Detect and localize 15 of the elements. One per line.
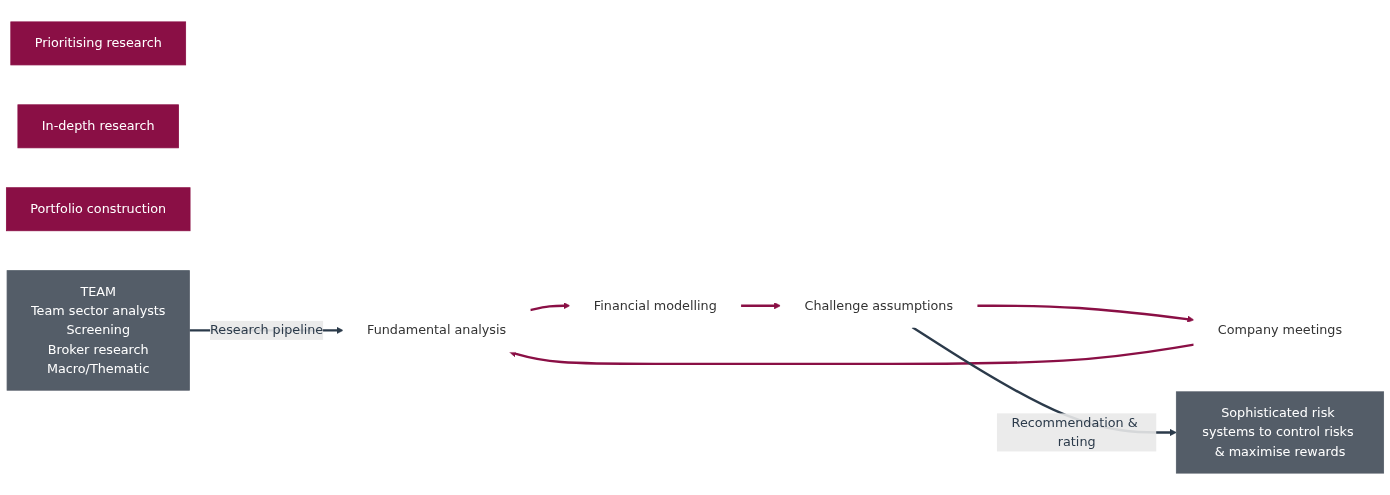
edge-label: Recommendation & rating xyxy=(1011,414,1138,450)
node-text: Challenge assumptions xyxy=(804,297,954,313)
arrow xyxy=(740,302,781,310)
arrow xyxy=(529,302,571,312)
node-text: Financial modelling xyxy=(593,297,717,313)
node-box: Sophisticated risk systems to control risks & maximise rewards xyxy=(1175,391,1384,474)
arrow xyxy=(509,343,1195,366)
node-box: TEAM Team sector analysts Screening Broker research Macro/Thematic xyxy=(6,270,190,391)
node-box: Portfolio construction xyxy=(5,187,191,232)
node-box: In-depth research xyxy=(17,104,179,149)
node-text: Company meetings xyxy=(1217,322,1343,338)
node-text: Fundamental analysis xyxy=(367,322,507,338)
node-box: Prioritising research xyxy=(10,21,187,66)
edge-label: Research pipeline xyxy=(210,322,324,338)
arrow xyxy=(977,304,1195,323)
